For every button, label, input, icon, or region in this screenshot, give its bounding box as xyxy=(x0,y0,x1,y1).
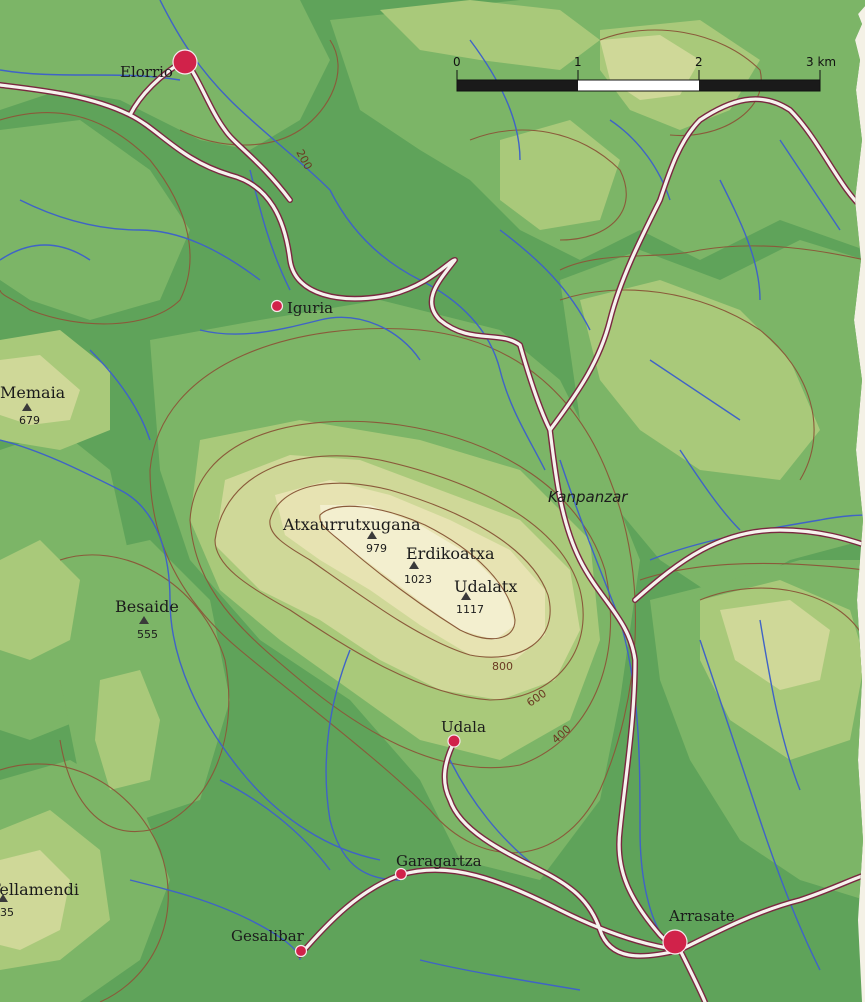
contour-label: 800 xyxy=(492,660,513,673)
peaks: Memaia 679 Atxaurrutxugana 979 Erdikoatx… xyxy=(0,383,517,919)
settlement-label: Arrasate xyxy=(668,907,735,925)
peak-elevation: 35 xyxy=(0,906,14,919)
scale-segment xyxy=(457,80,578,91)
settlement-marker-udala[interactable] xyxy=(447,734,461,748)
scale-outline xyxy=(456,79,821,92)
settlement-marker-iguria[interactable] xyxy=(270,299,284,313)
scale-label: 1 xyxy=(574,55,582,69)
peak-label: Tellamendi xyxy=(0,880,79,899)
peak-triangle-icon xyxy=(22,403,32,411)
peak-label: Atxaurrutxugana xyxy=(282,515,421,534)
settlements: Elorrio Iguria Udala Garagartza Gesaliba… xyxy=(120,49,735,958)
peak-triangle-icon xyxy=(461,592,471,600)
settlement-marker-arrasate[interactable] xyxy=(662,929,688,955)
scale-bar: 0 1 2 3 km xyxy=(453,55,836,92)
peak-elevation: 1023 xyxy=(404,573,432,586)
settlement-label: Garagartza xyxy=(396,852,482,870)
peak-elevation: 979 xyxy=(366,542,387,555)
peak-label: Erdikoatxa xyxy=(406,544,495,563)
settlement-marker-elorrio[interactable] xyxy=(172,49,198,75)
peak-label: Besaide xyxy=(115,597,179,616)
settlement-label: Elorrio xyxy=(120,63,173,81)
scale-label: 2 xyxy=(695,55,703,69)
peak-elevation: 1117 xyxy=(456,603,484,616)
peak-triangle-icon xyxy=(139,616,149,624)
scale-label: 3 km xyxy=(806,55,836,69)
peak-triangle-icon xyxy=(367,531,377,539)
roads xyxy=(0,57,865,1002)
peak-triangle-icon xyxy=(0,894,8,902)
settlement-marker-gesalibar[interactable] xyxy=(294,944,308,958)
scale-segment xyxy=(699,80,820,91)
scale-segment xyxy=(578,80,699,91)
peak-label: Memaia xyxy=(0,383,66,402)
peak-label: Udalatx xyxy=(454,577,517,596)
contour-lines xyxy=(0,29,865,1002)
pass-label: Kanpanzar xyxy=(548,488,628,506)
settlement-label: Iguria xyxy=(287,299,333,317)
peak-triangle-icon xyxy=(409,561,419,569)
settlement-label: Udala xyxy=(441,718,486,736)
peak-elevation: 679 xyxy=(19,414,40,427)
settlement-marker-garagartza[interactable] xyxy=(394,867,408,881)
scale-label: 0 xyxy=(453,55,461,69)
peak-elevation: 555 xyxy=(137,628,158,641)
settlement-label: Gesalibar xyxy=(231,927,305,945)
